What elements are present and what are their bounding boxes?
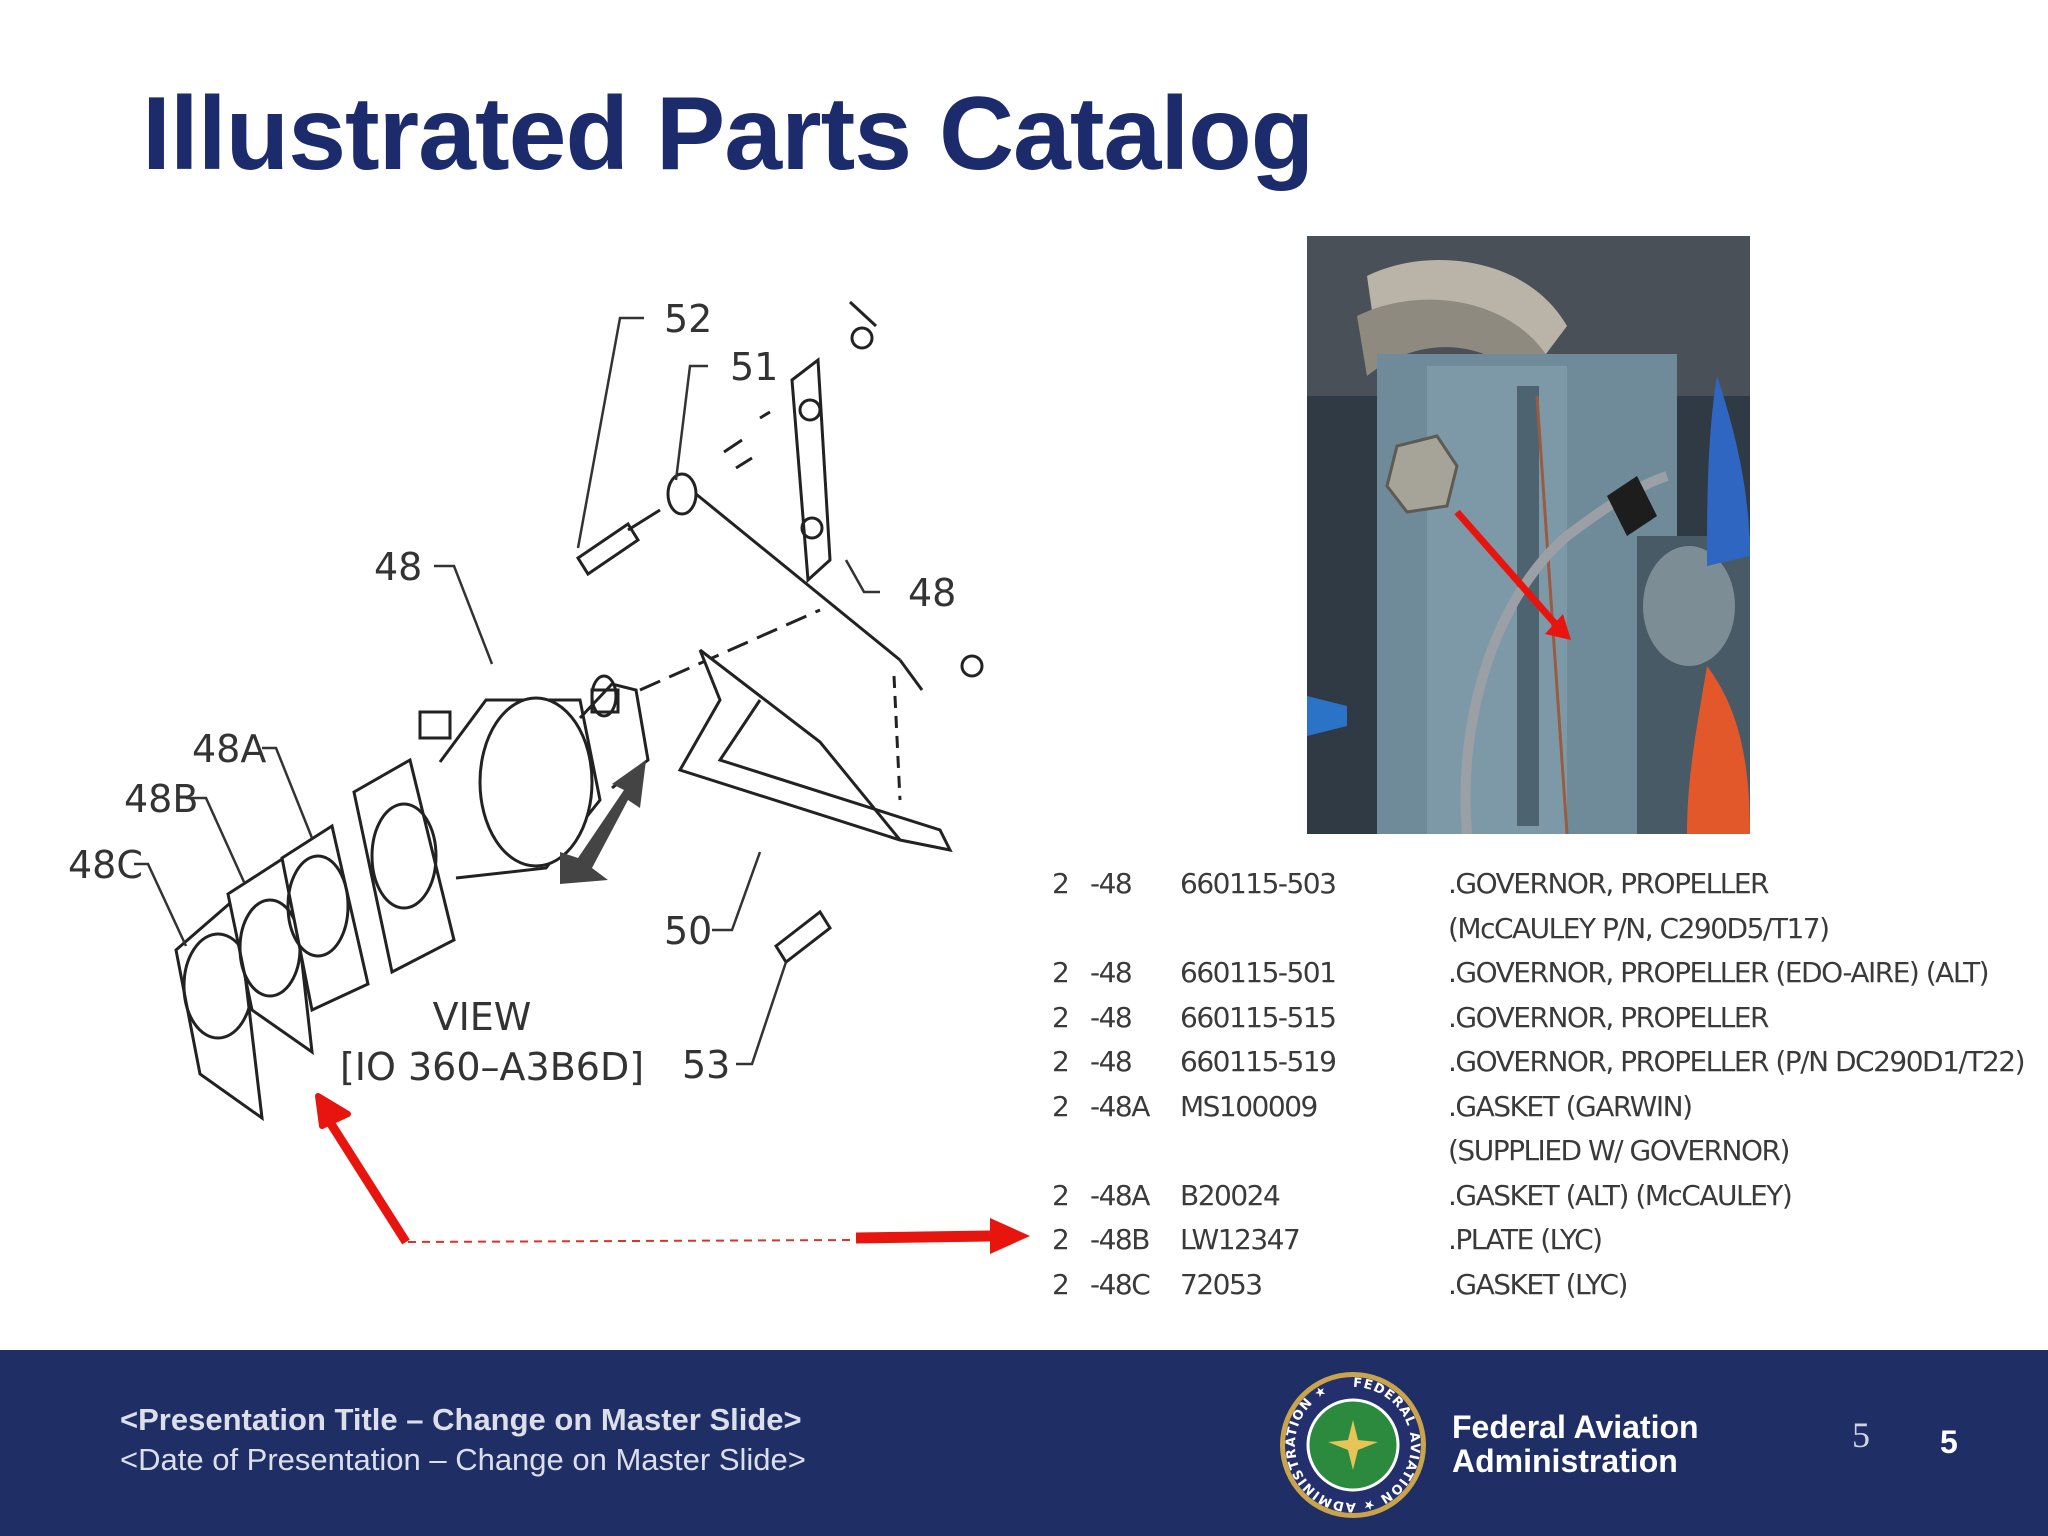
row-item: -48A (1090, 1178, 1150, 1212)
callout-48c: 48C (68, 843, 143, 887)
row-qty: 2 (1052, 1267, 1070, 1301)
callout-52: 52 (664, 297, 712, 341)
row-item: -48 (1090, 956, 1133, 989)
presentation-date: <Date of Presentation – Change on Master… (120, 1442, 806, 1477)
governor-photo (1307, 236, 1750, 834)
row-description: .GASKET (LYC) (1448, 1267, 1628, 1301)
row-item: -48C (1090, 1267, 1151, 1301)
row-qty: 2 (1052, 867, 1070, 900)
callout-51: 51 (730, 345, 778, 389)
callout-48-upper: 48 (374, 545, 422, 589)
row-item: -48B (1090, 1223, 1150, 1256)
row-qty: 2 (1052, 1000, 1070, 1034)
annotation-connector (315, 1093, 1030, 1254)
row-item: -48 (1090, 867, 1133, 900)
parts-list-row: 2 -48A MS100009 .GASKET (GARWIN) (1050, 1085, 2010, 1130)
page-number-serif: 5 (1852, 1415, 1870, 1455)
bracket-50 (677, 648, 953, 853)
callout-50: 50 (664, 909, 712, 953)
exploded-parts-diagram: 52 51 48 48 48A 48B 48C 50 53 VIEW [IO 3… (68, 297, 1030, 1254)
row-item: -48 (1090, 1045, 1133, 1078)
row-part-number: B20024 (1180, 1178, 1281, 1212)
row-description: (SUPPLIED W/ GOVERNOR) (1448, 1134, 1790, 1167)
row-description: .GASKET (GARWIN) (1448, 1089, 1693, 1123)
row-qty: 2 (1052, 1045, 1070, 1078)
callout-48-lever: 48 (908, 571, 956, 615)
row-qty: 2 (1052, 956, 1070, 989)
governor-body-48 (352, 674, 650, 975)
parts-list-table: 2 -48 660115-503 .GOVERNOR, PROPELLER (McCA… (1050, 862, 2026, 1308)
row-qty: 2 (1052, 1178, 1070, 1212)
parts-list-row: 2 -48C 72053 .GASKET (LYC) (1050, 1263, 2010, 1308)
gasket-48a (280, 823, 370, 1013)
slide-footer: <Presentation Title – Change on Master S… (0, 1350, 2048, 1536)
row-qty: 2 (1052, 1223, 1070, 1256)
view-direction-arrow (560, 760, 646, 884)
parts-list-row: 2 -48 660115-515 .GOVERNOR, PROPELLER (1050, 996, 2010, 1041)
parts-list-row: (SUPPLIED W/ GOVERNOR) (1050, 1129, 2010, 1174)
callout-48a: 48A (192, 727, 266, 771)
view-model-label: [IO 360–A3B6D] (340, 1045, 644, 1089)
bolt-52 (575, 508, 661, 577)
row-part-number: 660115-501 (1180, 956, 1337, 989)
parts-list-row: 2 -48 660115-519 .GOVERNOR, PROPELLER (P/N … (1050, 1040, 2026, 1085)
page-number: 5 (1940, 1424, 1958, 1460)
row-item: -48A (1090, 1089, 1150, 1123)
parts-list-row: 2 -48 660115-503 .GOVERNOR, PROPELLER (1050, 862, 2010, 907)
row-part-number: MS100009 (1180, 1089, 1318, 1123)
row-item: -48 (1090, 1000, 1133, 1034)
callout-53: 53 (682, 1043, 730, 1087)
row-description: .GOVERNOR, PROPELLER (EDO-AIRE) (ALT) (1448, 956, 1990, 989)
parts-list-row: 2 -48A B20024 .GASKET (ALT) (McCAULEY) (1050, 1174, 2010, 1219)
row-part-number: 660115-503 (1180, 867, 1337, 900)
row-description: .PLATE (LYC) (1448, 1223, 1603, 1256)
parts-list-row: 2 -48 660115-501 .GOVERNOR, PROPELLER (EDO-… (1050, 951, 2010, 996)
row-description: .GOVERNOR, PROPELLER (1448, 1000, 1770, 1034)
parts-list-row: 2 -48B LW12347 .PLATE (LYC) (1050, 1218, 2010, 1263)
row-part-number: LW12347 (1180, 1223, 1301, 1256)
bolt-53 (774, 909, 832, 965)
parts-list-row: (McCAULEY P/N, C290D5/T17) (1050, 907, 2010, 952)
row-description: .GOVERNOR, PROPELLER (P/N DC290D1/T22) (1448, 1045, 2026, 1078)
row-description: .GASKET (ALT) (McCAULEY) (1448, 1178, 1793, 1212)
control-lever-48 (790, 357, 832, 584)
row-description: (McCAULEY P/N, C290D5/T17) (1448, 911, 1830, 945)
row-part-number: 660115-515 (1180, 1000, 1337, 1034)
faa-seal-icon: FEDERAL AVIATION ★ ADMINISTRATION ★ (1280, 1372, 1426, 1518)
callout-48b: 48B (124, 777, 198, 821)
row-qty: 2 (1052, 1089, 1070, 1123)
row-part-number: 660115-519 (1180, 1045, 1337, 1078)
slide-title: Illustrated Parts Catalog (142, 76, 1314, 192)
view-label: VIEW (433, 995, 532, 1039)
rod-end-51 (666, 410, 924, 691)
row-description: .GOVERNOR, PROPELLER (1448, 867, 1770, 900)
row-part-number: 72053 (1180, 1267, 1263, 1301)
presentation-title: <Presentation Title – Change on Master S… (120, 1402, 802, 1437)
